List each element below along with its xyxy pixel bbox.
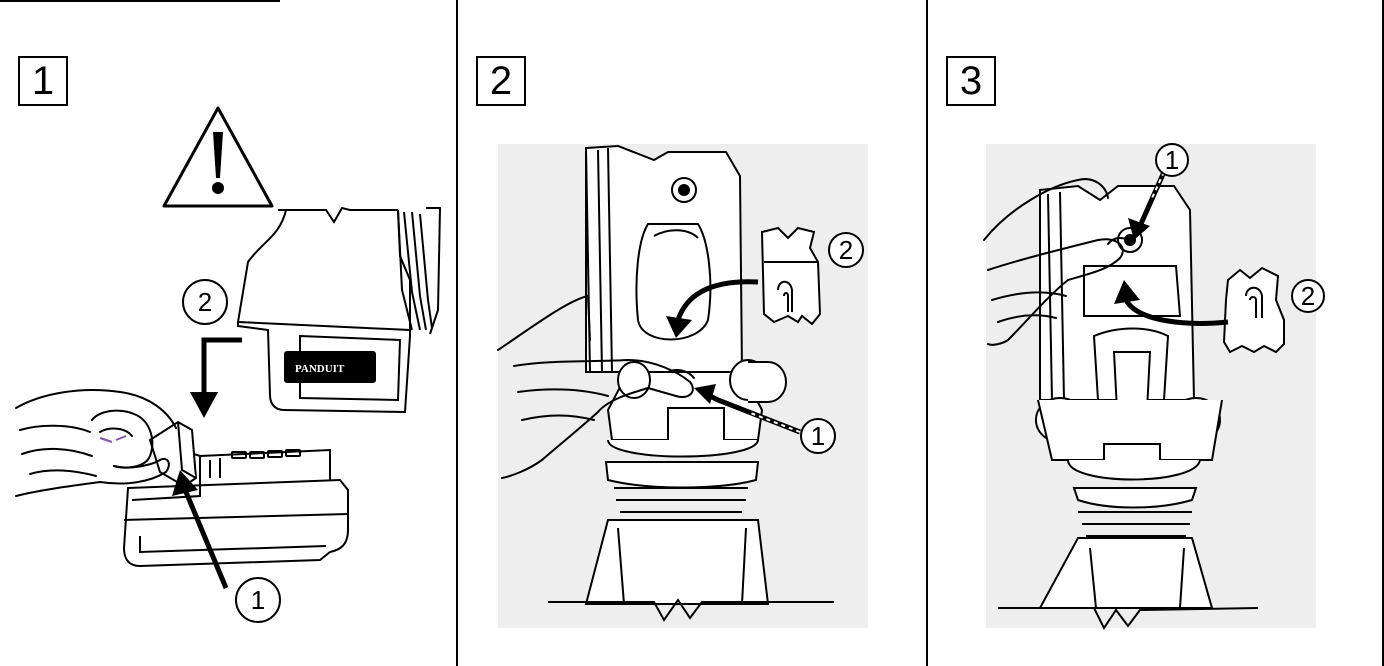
svg-text:1: 1 <box>251 585 265 615</box>
step-3-panel: 3 <box>926 0 1384 666</box>
svg-text:1: 1 <box>1165 145 1179 175</box>
svg-text:2: 2 <box>1301 281 1315 311</box>
brand-label: PANDUIT <box>295 363 345 375</box>
svg-text:2: 2 <box>198 287 212 317</box>
callout-1: 1 <box>1156 144 1188 176</box>
svg-text:1: 1 <box>811 421 825 451</box>
purple-mark <box>100 436 126 442</box>
callout-2: 2 <box>1292 280 1324 312</box>
step-1-panel: 1 PANDUIT <box>0 0 457 666</box>
callout-2: 2 <box>829 233 863 267</box>
callout-1: 1 <box>801 419 835 453</box>
step-1-illustration: PANDUIT <box>0 0 455 666</box>
die-set <box>1224 268 1284 352</box>
callout-2: 2 <box>183 280 227 324</box>
die-set <box>762 228 820 324</box>
warning-triangle-icon <box>164 108 272 206</box>
step-2-illustration: 2 1 <box>458 0 927 666</box>
hand <box>16 390 176 496</box>
svg-text:2: 2 <box>839 235 853 265</box>
tool-housing <box>238 208 440 412</box>
step-3-illustration: 1 2 <box>928 0 1384 666</box>
step-2-panel: 2 <box>456 0 927 666</box>
insert-arrow <box>190 340 242 418</box>
callout-1: 1 <box>236 578 280 622</box>
